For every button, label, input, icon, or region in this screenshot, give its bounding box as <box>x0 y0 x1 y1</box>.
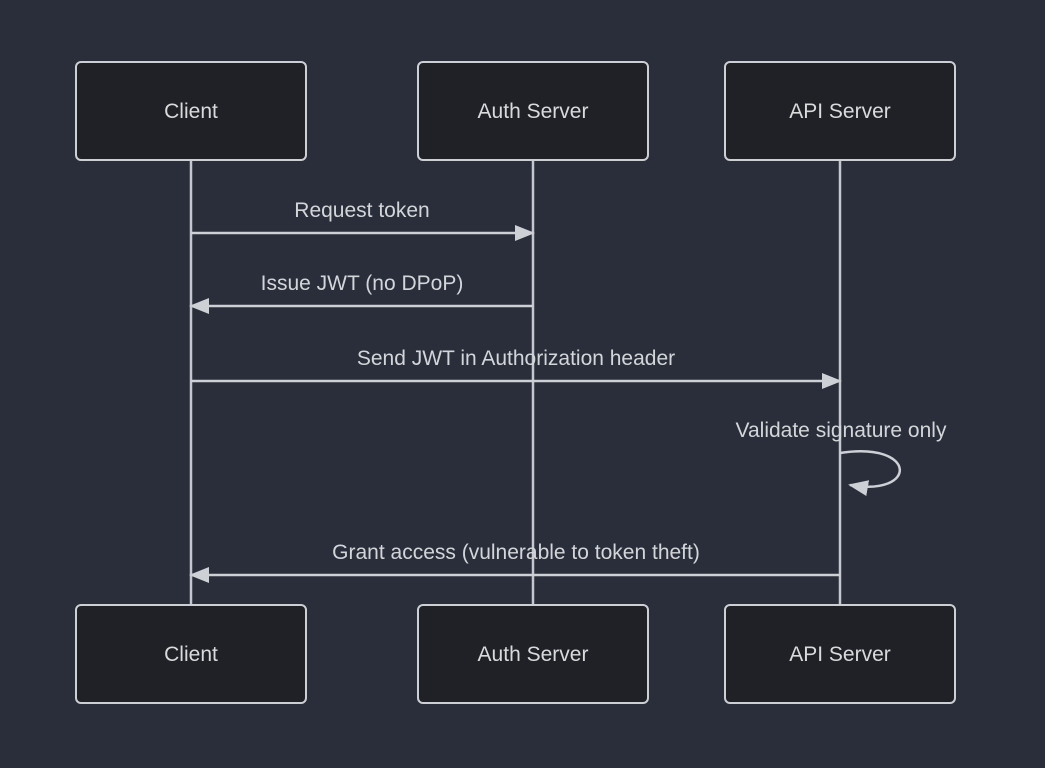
actor-top-auth-server: Auth Server <box>417 61 649 161</box>
actor-bottom-client-label: Client <box>164 643 218 666</box>
actor-top-api-server-box <box>724 61 956 161</box>
self-loop-arrow-validate-signature <box>839 450 901 496</box>
actor-top-auth-server-label: Auth Server <box>478 100 589 123</box>
actor-bottom-api-server: API Server <box>724 604 956 704</box>
actor-top-auth-server-box <box>417 61 649 161</box>
actor-bottom-auth-server: Auth Server <box>417 604 649 704</box>
actor-bottom-client-box <box>75 604 307 704</box>
actor-top-client: Client <box>75 61 307 161</box>
message-label-request-token: Request token <box>294 199 429 222</box>
actor-bottom-auth-server-label: Auth Server <box>478 643 589 666</box>
actor-bottom-auth-server-box <box>417 604 649 704</box>
actor-top-client-box <box>75 61 307 161</box>
actor-top-client-label: Client <box>164 100 218 123</box>
message-label-send-jwt: Send JWT in Authorization header <box>357 347 675 370</box>
message-label-grant-access: Grant access (vulnerable to token theft) <box>332 541 700 564</box>
actor-bottom-client: Client <box>75 604 307 704</box>
message-label-issue-jwt: Issue JWT (no DPoP) <box>261 272 464 295</box>
actor-top-api-server-label: API Server <box>789 100 891 123</box>
message-label-validate-signature: Validate signature only <box>736 419 947 442</box>
actor-top-api-server: API Server <box>724 61 956 161</box>
actor-bottom-api-server-label: API Server <box>789 643 891 666</box>
actor-bottom-api-server-box <box>724 604 956 704</box>
